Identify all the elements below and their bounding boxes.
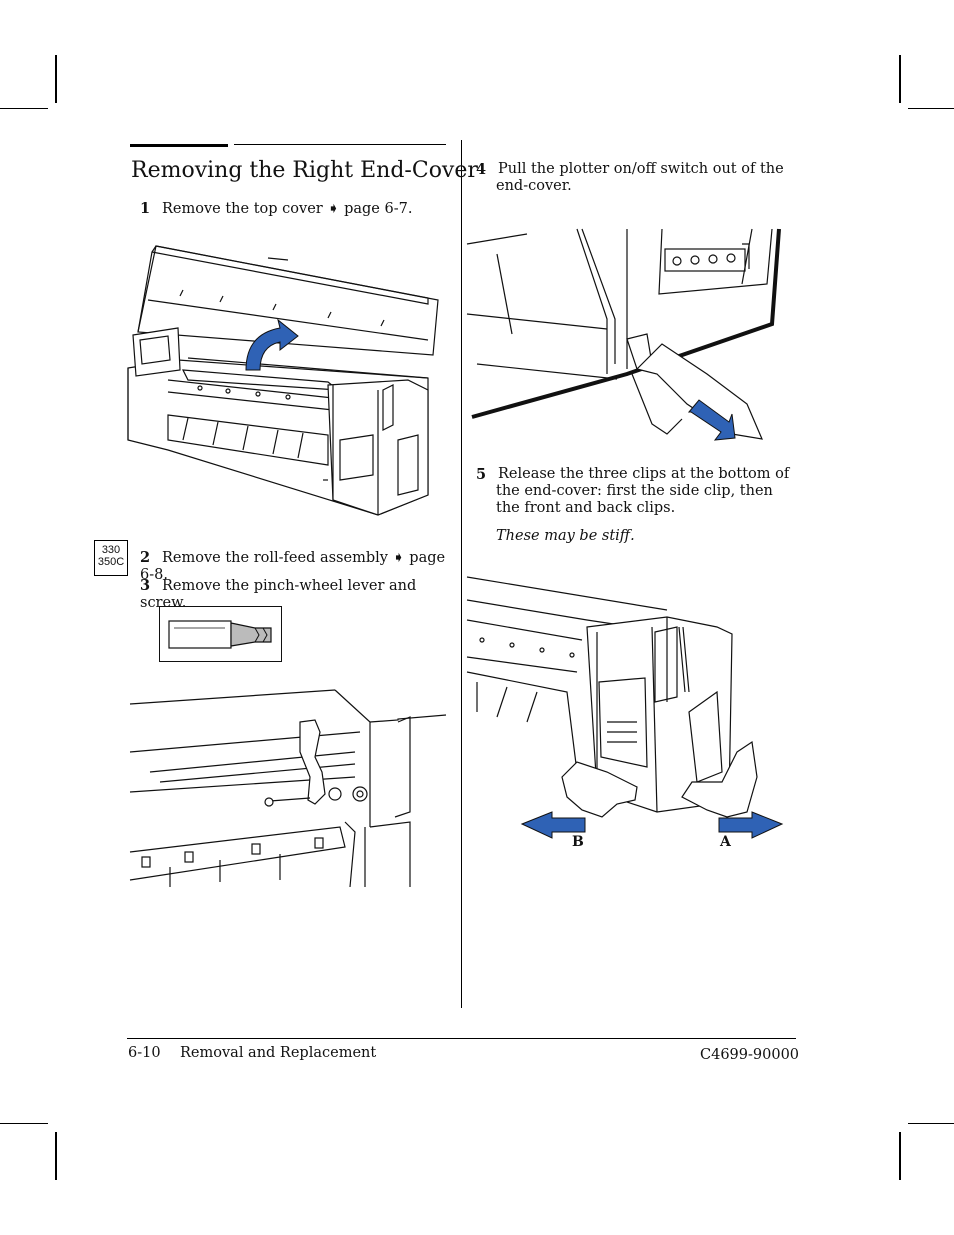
footer-section: Removal and Replacement (180, 1045, 377, 1061)
crop-mark-bottom-right-horizontal (908, 1123, 954, 1124)
section-title: Removing the Right End-Cover (131, 158, 478, 183)
crop-mark-bottom-right-vertical (899, 1132, 901, 1180)
torx-screwdriver-icon (159, 606, 282, 662)
step-5: 5 Release the three clips at the bottom o… (476, 466, 796, 517)
step-number: 1 (140, 200, 151, 217)
step-number: 3 (140, 577, 151, 594)
step-number: 2 (140, 549, 151, 566)
figure-top-cover-removal (127, 245, 439, 516)
note-text: These may be stiff. (496, 528, 635, 544)
step-number: 4 (476, 161, 487, 178)
heading-rule-thin (234, 144, 446, 145)
step-1: 1 Remove the top cover ➧ page 6-7. (140, 200, 450, 218)
crop-mark-top-right-vertical (899, 55, 901, 103)
footer-rule (127, 1038, 796, 1039)
arrow-label-a: A (720, 834, 731, 850)
figure-pinch-wheel-lever (129, 689, 447, 888)
crop-mark-top-left-horizontal (0, 108, 48, 109)
crop-mark-bottom-left-horizontal (0, 1123, 48, 1124)
arrow-label-b: B (572, 834, 584, 850)
figure-release-clips (466, 576, 784, 839)
footer-part-number: C4699-90000 (700, 1047, 800, 1063)
crop-mark-top-left-vertical (55, 55, 57, 103)
crop-mark-bottom-left-vertical (55, 1132, 57, 1180)
column-divider (461, 140, 462, 1008)
model-tag-line1: 330 (101, 544, 121, 556)
figure-on-off-switch (466, 228, 781, 441)
step-text: Remove the roll-feed assembly ➧ page 6-8… (140, 550, 446, 583)
footer-page-number: 6-10 (128, 1045, 161, 1061)
model-tag: 330 350C (94, 540, 128, 576)
step-text: Pull the plotter on/off switch out of th… (496, 161, 784, 194)
step-text: Release the three clips at the bottom of… (496, 466, 790, 516)
model-tag-line2: 350C (97, 556, 125, 568)
heading-rule-thick (130, 144, 228, 147)
crop-mark-top-right-horizontal (908, 108, 954, 109)
step-4: 4 Pull the plotter on/off switch out of t… (476, 161, 786, 195)
step-number: 5 (476, 466, 487, 483)
step-text: Remove the top cover ➧ page 6-7. (162, 201, 413, 217)
